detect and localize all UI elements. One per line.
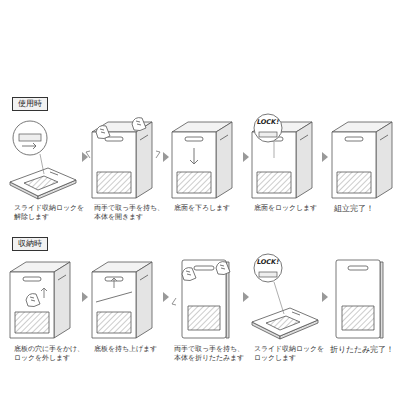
step-caption: 底面をロックします bbox=[254, 204, 324, 213]
section-heading: 収納時 bbox=[18, 239, 42, 249]
step-caption: スライド収納ロックをロックします bbox=[254, 345, 324, 363]
section-heading: 使用時 bbox=[18, 99, 42, 109]
section-heading-box: 収納時 bbox=[12, 237, 48, 251]
step-caption: スライド収納ロックを解除します bbox=[14, 204, 84, 222]
step-caption: 底板の穴に手をかけ、ロックを外します bbox=[14, 345, 84, 363]
step-caption: 底面を下ろします bbox=[174, 204, 244, 213]
callout-text: LOCK! bbox=[255, 119, 281, 126]
step-caption: 組立完了！ bbox=[334, 204, 396, 214]
step-caption: 両手で取っ手を持ち、本体を開きます bbox=[94, 204, 164, 222]
step-caption: 両手で取っ手を持ち、本体を折りたたみます bbox=[174, 345, 244, 363]
section-heading-box: 使用時 bbox=[12, 97, 48, 111]
step-caption: 折りたたみ完了！ bbox=[330, 345, 396, 355]
step-caption: 底板を持ち上げます bbox=[94, 345, 164, 354]
callout-text: LOCK! bbox=[255, 259, 281, 266]
